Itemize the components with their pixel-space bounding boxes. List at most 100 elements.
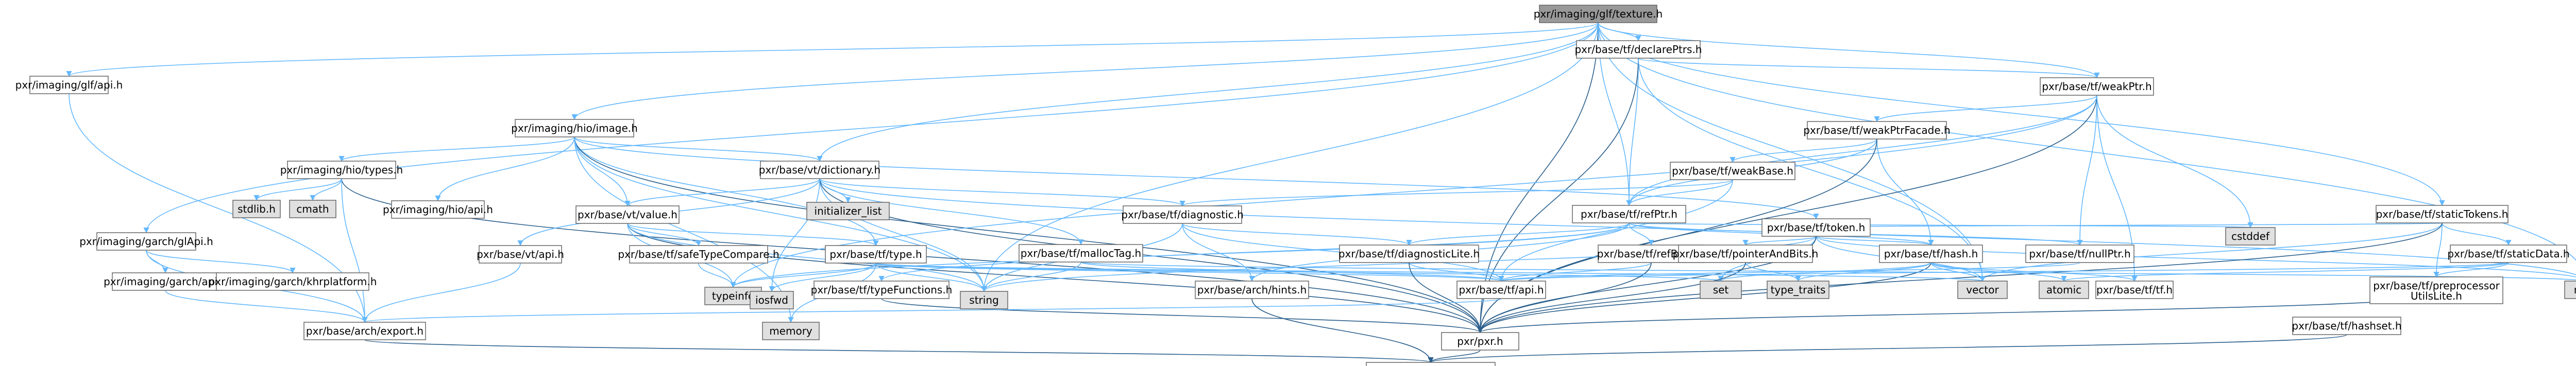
node-box-archdefines[interactable] — [1366, 362, 1496, 366]
node-box-initlist[interactable] — [806, 202, 890, 220]
node-garchapi[interactable]: pxr/imaging/garch/api.h — [104, 272, 227, 291]
node-box-atomic[interactable] — [2039, 281, 2089, 299]
node-box-mallocTag[interactable] — [1019, 244, 1143, 263]
node-set[interactable]: set — [1700, 281, 1742, 299]
node-refptr[interactable]: pxr/base/tf/refPtr.h — [1572, 205, 1686, 223]
node-stdlib[interactable]: stdlib.h — [232, 200, 281, 218]
node-map[interactable]: map — [2564, 281, 2576, 299]
node-hiotypes[interactable]: pxr/imaging/hio/types.h — [280, 161, 403, 179]
node-box-preproc[interactable] — [2369, 276, 2503, 304]
node-typefunc[interactable]: pxr/base/tf/typeFunctions.h — [811, 281, 953, 299]
node-box-typefunc[interactable] — [814, 281, 950, 299]
node-box-memory[interactable] — [762, 322, 820, 340]
node-tftoken[interactable]: pxr/base/tf/token.h — [1761, 218, 1871, 237]
node-glapi[interactable]: pxr/imaging/glf/api.h — [15, 76, 123, 94]
node-weakptrfacade[interactable]: pxr/base/tf/weakPtrFacade.h — [1803, 121, 1951, 140]
node-typetraits[interactable]: type_traits — [1767, 281, 1829, 299]
node-nullptr[interactable]: pxr/base/tf/nullPtr.h — [2025, 245, 2134, 263]
node-box-pxrh[interactable] — [1441, 332, 1519, 351]
node-box-ptrandbits[interactable] — [1678, 245, 1813, 263]
node-hasher[interactable]: pxr/base/tf/hashset.h — [2292, 317, 2402, 335]
node-atomic[interactable]: atomic — [2039, 281, 2089, 299]
node-box-archhints[interactable] — [1195, 281, 1309, 299]
node-pxrh[interactable]: pxr/pxr.h — [1441, 332, 1519, 351]
node-diagLite[interactable]: pxr/base/tf/diagnosticLite.h — [1338, 245, 1480, 263]
node-tfapi[interactable]: pxr/base/tf/api.h — [1456, 281, 1546, 299]
node-box-hasher[interactable] — [2292, 317, 2401, 335]
node-box-vtvalue[interactable] — [575, 205, 680, 224]
node-box-set[interactable] — [1700, 281, 1742, 299]
node-box-tfhash[interactable] — [1879, 245, 1983, 263]
node-box-weakptr[interactable] — [2040, 77, 2154, 96]
edge-diagLite-to-pxrh — [1409, 262, 1483, 334]
node-box-hioimage[interactable] — [515, 119, 634, 137]
node-memory[interactable]: memory — [762, 322, 820, 340]
node-box-root[interactable] — [1539, 5, 1657, 23]
node-box-tfapi[interactable] — [1456, 281, 1546, 299]
node-staticTokens[interactable]: pxr/base/tf/staticTokens.h — [2376, 205, 2509, 223]
node-box-string[interactable] — [960, 291, 1008, 309]
node-hgigl[interactable]: pxr/imaging/garch/glApi.h — [79, 232, 213, 251]
node-safeType[interactable]: pxr/base/tf/safeTypeCompare.h — [618, 245, 779, 264]
node-box-vtdict[interactable] — [760, 161, 879, 179]
node-box-tftoken[interactable] — [1761, 218, 1871, 237]
node-box-stdlib[interactable] — [232, 200, 281, 218]
node-vector[interactable]: vector — [1957, 281, 2008, 299]
node-box-tftf[interactable] — [2095, 281, 2174, 299]
edges-layer — [66, 22, 2576, 363]
node-archexport[interactable]: pxr/base/arch/export.h — [303, 322, 426, 340]
node-box-refptr[interactable] — [1572, 205, 1686, 223]
node-weakptr[interactable]: pxr/base/tf/weakPtr.h — [2040, 77, 2154, 96]
node-tftf[interactable]: pxr/base/tf/tf.h — [2095, 281, 2174, 299]
node-box-garchapi[interactable] — [112, 272, 219, 291]
node-cstddef[interactable]: cstddef — [2225, 227, 2276, 246]
node-ptrandbits[interactable]: pxr/base/tf/pointerAndBits.h — [1673, 245, 1819, 263]
node-archdefines[interactable]: pxr/base/arch/defines.h — [1366, 362, 1496, 366]
node-hioapi[interactable]: pxr/imaging/hio/api.h — [383, 200, 493, 219]
node-garchkhr[interactable]: pxr/imaging/garch/khrplatform.h — [209, 272, 377, 291]
node-box-staticTokens[interactable] — [2376, 205, 2509, 223]
node-box-declptrs[interactable] — [1576, 40, 1701, 59]
node-box-safeType[interactable] — [629, 245, 768, 264]
node-tftype[interactable]: pxr/base/tf/type.h — [825, 245, 927, 264]
node-tfhash[interactable]: pxr/base/tf/hash.h — [1879, 245, 1983, 263]
node-vtvalue[interactable]: pxr/base/vt/value.h — [575, 205, 680, 224]
node-box-staticData[interactable] — [2450, 245, 2567, 263]
node-archhints[interactable]: pxr/base/arch/hints.h — [1195, 281, 1309, 299]
node-mallocTag[interactable]: pxr/base/tf/mallocTag.h — [1019, 244, 1143, 263]
node-weakbase[interactable]: pxr/base/tf/weakBase.h — [1670, 162, 1795, 180]
node-vtdict[interactable]: pxr/base/vt/dictionary.h — [759, 161, 880, 179]
node-box-hgigl[interactable] — [96, 232, 196, 251]
node-box-tftype[interactable] — [825, 245, 927, 264]
node-cmath[interactable]: cmath — [289, 200, 336, 218]
node-box-hioapi[interactable] — [391, 200, 485, 219]
node-box-archexport[interactable] — [303, 322, 426, 340]
node-staticData[interactable]: pxr/base/tf/staticData.h — [2447, 245, 2570, 263]
node-declptrs[interactable]: pxr/base/tf/declarePtrs.h — [1574, 40, 1702, 59]
node-root[interactable]: pxr/imaging/glf/texture.h — [1534, 5, 1663, 23]
node-box-garchkhr[interactable] — [216, 272, 369, 291]
node-box-nullptr[interactable] — [2025, 245, 2134, 263]
node-box-weakbase[interactable] — [1670, 162, 1795, 180]
node-box-vtapi[interactable] — [479, 245, 562, 264]
node-box-weakptrfacade[interactable] — [1807, 121, 1947, 140]
node-box-iosfwd[interactable] — [750, 291, 794, 309]
node-box-vector[interactable] — [1957, 281, 2008, 299]
node-typeinfo[interactable]: typeinfo — [704, 287, 762, 305]
node-box-map[interactable] — [2564, 281, 2576, 299]
node-box-glapi[interactable] — [29, 76, 109, 94]
node-iosfwd[interactable]: iosfwd — [750, 291, 794, 309]
node-box-tfdiag[interactable] — [1123, 205, 1242, 224]
node-initlist[interactable]: initializer_list — [806, 202, 890, 220]
node-box-cmath[interactable] — [289, 200, 336, 218]
edge-refptr-to-diagLite — [1406, 222, 1630, 246]
node-vtapi[interactable]: pxr/base/vt/api.h — [477, 245, 564, 264]
node-string[interactable]: string — [960, 291, 1008, 309]
node-box-diagLite[interactable] — [1339, 245, 1479, 263]
node-tfdiag[interactable]: pxr/base/tf/diagnostic.h — [1121, 205, 1244, 224]
node-box-typetraits[interactable] — [1767, 281, 1829, 299]
node-box-cstddef[interactable] — [2225, 227, 2276, 246]
node-box-hiotypes[interactable] — [287, 161, 396, 179]
node-hioimage[interactable]: pxr/imaging/hio/image.h — [511, 119, 638, 137]
